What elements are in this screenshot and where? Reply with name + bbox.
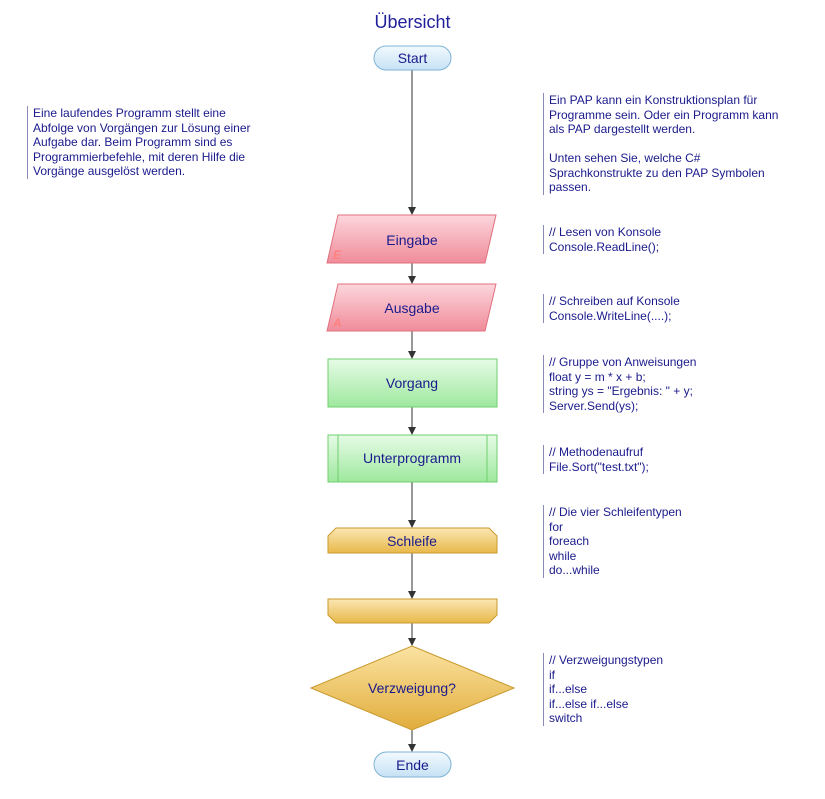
input-marker-letter: E bbox=[333, 248, 342, 262]
ende-label: Ende bbox=[396, 757, 429, 773]
ende-terminal[interactable]: Ende bbox=[373, 751, 452, 778]
ausgabe-label: Ausgabe bbox=[384, 300, 439, 316]
ausgabe-output-node[interactable]: Ausgabe A bbox=[326, 283, 497, 332]
note-vorgang-code: // Gruppe von Anweisungen float y = m * … bbox=[543, 355, 789, 413]
note-right-intro: Ein PAP kann ein Konstruktionsplan für P… bbox=[543, 93, 809, 195]
note-ausgabe-code: // Schreiben auf Konsole Console.WriteLi… bbox=[543, 294, 789, 323]
note-schleife-code: // Die vier Schleifentypen for foreach w… bbox=[543, 505, 789, 578]
vorgang-label: Vorgang bbox=[386, 375, 438, 391]
note-left-intro: Eine laufendes Programm stellt eine Abfo… bbox=[27, 106, 283, 179]
output-marker-letter: A bbox=[332, 316, 342, 330]
note-eingabe-code: // Lesen von Konsole Console.ReadLine(); bbox=[543, 225, 789, 254]
unterprogramm-label: Unterprogramm bbox=[363, 450, 461, 466]
verzweigung-decision-node[interactable]: Verzweigung? bbox=[309, 645, 516, 731]
page-title: Übersicht bbox=[374, 12, 451, 32]
start-terminal[interactable]: Start bbox=[373, 45, 452, 71]
schleife-loop-end-node[interactable] bbox=[327, 598, 498, 624]
vorgang-process-node[interactable]: Vorgang bbox=[327, 358, 498, 408]
note-unterprogramm-code: // Methodenaufruf File.Sort("test.txt"); bbox=[543, 445, 789, 474]
eingabe-input-node[interactable]: Eingabe E bbox=[326, 214, 497, 264]
schleife-label: Schleife bbox=[387, 533, 437, 549]
eingabe-label: Eingabe bbox=[386, 232, 438, 248]
start-label: Start bbox=[398, 50, 428, 66]
note-verzweigung-code: // Verzweigungstypen if if...else if...e… bbox=[543, 653, 789, 726]
verzweigung-label: Verzweigung? bbox=[368, 680, 456, 696]
unterprogramm-subroutine-node[interactable]: Unterprogramm bbox=[327, 434, 498, 483]
schleife-loop-start-node[interactable]: Schleife bbox=[327, 527, 498, 554]
